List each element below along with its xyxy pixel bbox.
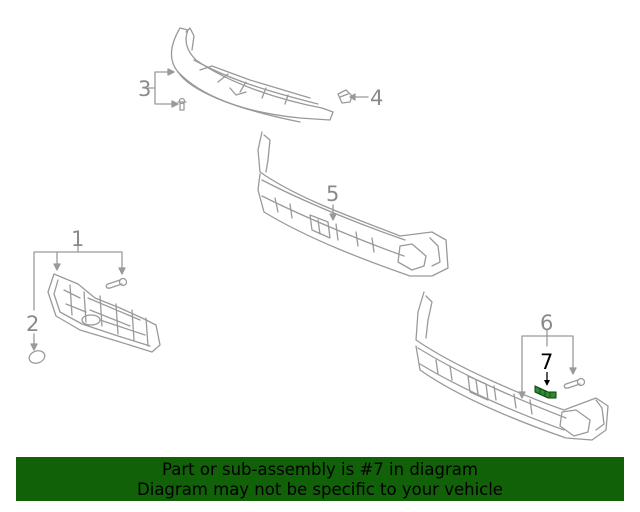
callout-2[interactable]: 2 [26,312,39,336]
banner-line-disclaimer: Diagram may not be specific to your vehi… [137,480,503,499]
grille-1 [47,273,161,353]
banner-line-part: Part or sub-assembly is #7 in diagram [162,460,478,479]
callout-1[interactable]: 1 [71,227,84,251]
callout-5[interactable]: 5 [326,182,339,206]
callout-3[interactable]: 3 [138,77,151,101]
lower-bumper-cover [415,291,609,441]
callout-7[interactable]: 7 [540,350,553,374]
callout-4[interactable]: 4 [370,86,383,110]
upper-support-panel [170,27,334,123]
highlighted-part-7[interactable] [534,385,557,399]
info-banner: Part or sub-assembly is #7 in diagram Di… [16,457,624,501]
bolt-1 [105,277,128,289]
parts-diagram: 1 2 3 4 5 6 7 [26,27,609,441]
bolt-6 [563,377,586,389]
clip-4 [337,89,353,104]
bumper-cover-5 [257,131,449,277]
emblem-2 [28,350,46,364]
bolt-3 [177,97,187,111]
callout-6[interactable]: 6 [540,311,553,335]
